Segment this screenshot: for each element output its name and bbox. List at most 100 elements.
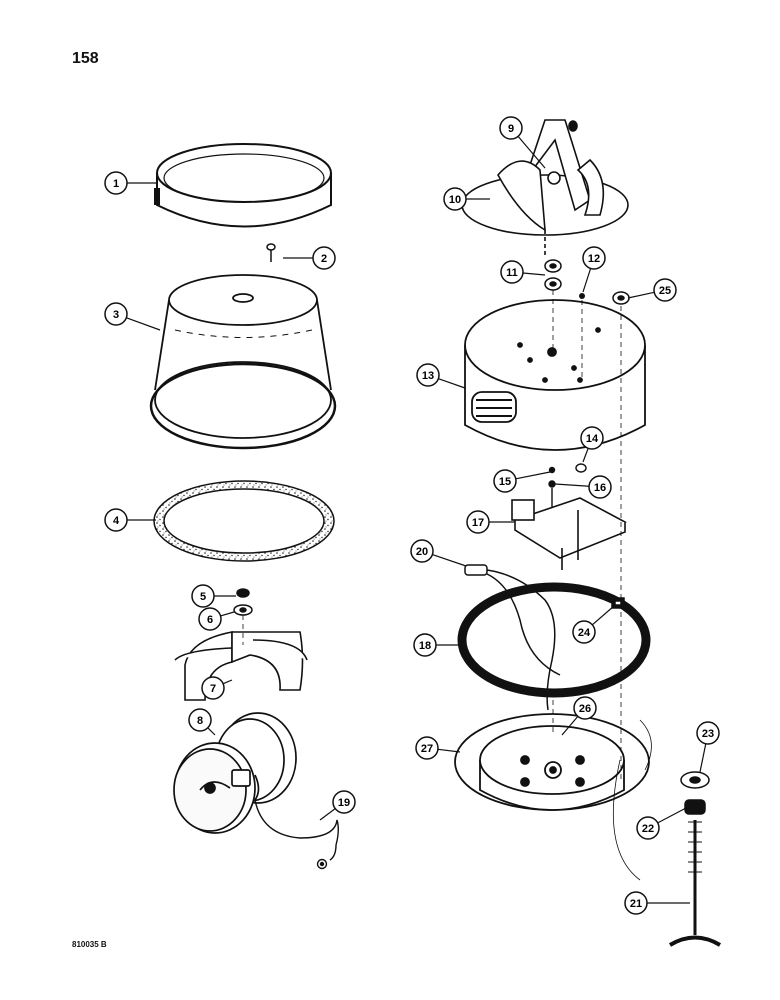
callout-leader (554, 483, 590, 487)
callout-10: 10 (443, 187, 490, 211)
callout-circle (636, 816, 660, 840)
callout-circle (201, 676, 225, 700)
callout-number: 11 (506, 267, 518, 279)
callout-number: 12 (588, 253, 600, 265)
callout-circle (104, 171, 128, 195)
callout-leader (222, 679, 233, 685)
nuts (544, 259, 562, 291)
callout-number: 27 (421, 743, 433, 755)
lamp-assembly (173, 712, 297, 834)
callout-22: 22 (636, 807, 687, 840)
callout-7: 7 (201, 676, 233, 700)
callout-23: 23 (696, 721, 720, 773)
callout-circle (413, 633, 437, 657)
callout-number: 14 (586, 433, 599, 445)
reflector-assembly (461, 119, 629, 255)
callout-leader (699, 743, 707, 773)
callout-number: 16 (594, 482, 606, 494)
callout-circle (332, 790, 356, 814)
callout-17: 17 (466, 510, 515, 534)
callout-9: 9 (499, 116, 546, 169)
callout-number: 22 (642, 823, 654, 835)
callout-number: 10 (449, 194, 461, 206)
callout-number: 23 (702, 728, 714, 740)
ground-wire (254, 799, 339, 870)
callout-number: 13 (422, 370, 434, 382)
callout-number: 21 (630, 898, 642, 910)
callout-8: 8 (188, 708, 216, 736)
callout-5: 5 (191, 584, 236, 608)
callout-number: 3 (113, 309, 119, 321)
nut-washer (233, 588, 253, 616)
callout-leader (657, 807, 687, 824)
callout-1: 1 (104, 171, 157, 195)
callout-number: 4 (113, 515, 120, 527)
callout-number: 26 (579, 703, 591, 715)
callout-circle (580, 426, 604, 450)
callout-number: 24 (578, 627, 591, 639)
callout-leader (438, 378, 466, 389)
callout-circle (588, 475, 612, 499)
callout-circle (466, 510, 490, 534)
callout-leader (319, 808, 336, 821)
callout-circle (443, 187, 467, 211)
power-wire (464, 564, 561, 711)
callout-leader (220, 611, 235, 617)
callout-6: 6 (198, 607, 235, 631)
small-nut (579, 293, 585, 299)
callout-3: 3 (104, 302, 161, 331)
seal-ring (457, 582, 651, 698)
cap-nut (612, 291, 630, 305)
screw (266, 243, 276, 262)
callout-leader (591, 605, 615, 626)
callout-25: 25 (627, 278, 677, 302)
callout-13: 13 (416, 363, 466, 389)
callout-number: 5 (200, 591, 206, 603)
callout-circle (499, 116, 523, 140)
callout-number: 15 (499, 476, 511, 488)
callout-number: 18 (419, 640, 431, 652)
callout-number: 19 (338, 797, 350, 809)
gasket (153, 480, 335, 562)
motor-plate (511, 497, 627, 570)
callout-12: 12 (582, 246, 606, 293)
motor-housing (464, 299, 646, 451)
callout-number: 25 (659, 285, 671, 297)
callout-circle (500, 260, 524, 284)
tether-line (612, 719, 652, 881)
callout-number: 1 (113, 178, 119, 190)
callout-circle (582, 246, 606, 270)
callout-4: 4 (104, 508, 156, 532)
callout-20: 20 (410, 539, 467, 567)
callout-number: 2 (321, 253, 327, 265)
callout-21: 21 (624, 891, 690, 915)
callout-leader (582, 448, 589, 463)
callout-circle (573, 696, 597, 720)
callout-leader (207, 727, 216, 736)
callout-14: 14 (580, 426, 604, 463)
callout-leader (432, 553, 467, 567)
callout-leader (582, 268, 592, 293)
callout-27: 27 (415, 736, 461, 760)
callout-leader (517, 135, 546, 169)
callout-circle (104, 302, 128, 326)
callout-circle (415, 736, 439, 760)
callout-26: 26 (561, 696, 597, 736)
callout-24: 24 (572, 605, 615, 644)
callout-number: 17 (472, 517, 484, 529)
callout-number: 8 (197, 715, 203, 727)
callout-number: 7 (210, 683, 216, 695)
callout-leader (522, 272, 546, 276)
callout-circle (198, 607, 222, 631)
callout-circle (653, 278, 677, 302)
alignment-lines (242, 290, 622, 780)
spacer (575, 463, 587, 473)
callout-circle (624, 891, 648, 915)
callout-number: 20 (416, 546, 428, 558)
callout-leader (627, 291, 655, 299)
lens-dome (149, 274, 337, 450)
callout-circle (191, 584, 215, 608)
callout-circle (416, 363, 440, 387)
